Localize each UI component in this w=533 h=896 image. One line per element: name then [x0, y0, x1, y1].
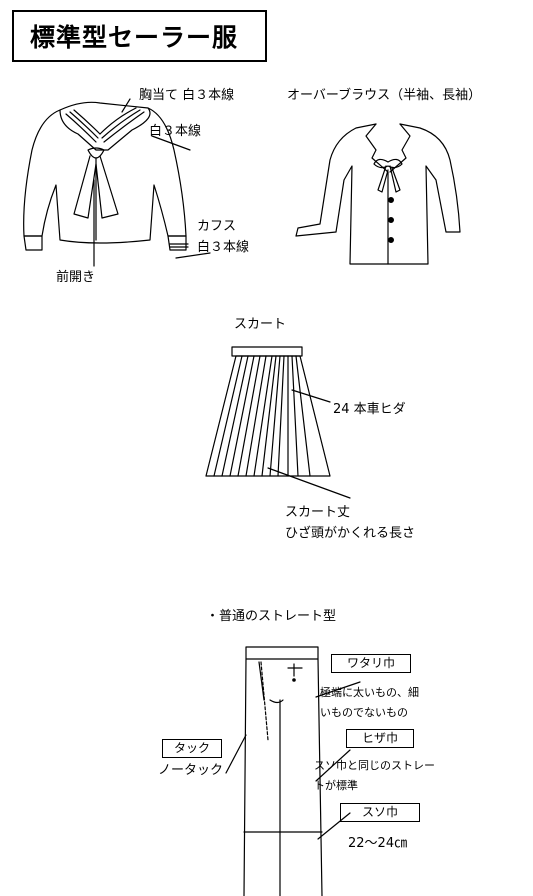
tuck-desc: ノータック [158, 763, 224, 778]
collar-label: 胸当て 白３本線 [139, 88, 235, 103]
cuffs-label: カフス [197, 219, 237, 234]
blouse-label: オーバーブラウス（半袖、長袖） [287, 88, 482, 103]
white-line-label: 白３本線 [149, 124, 202, 139]
page-title: 標準型セーラー服 [12, 10, 267, 62]
suso-label: スソ巾 [340, 803, 420, 822]
watari-desc-1: 極端に太いもの、細 [320, 686, 419, 699]
hiza-desc-1: スソ巾と同じのストレー [314, 759, 435, 772]
skirt-title: スカート [234, 317, 287, 332]
watari-desc-2: いものでないもの [320, 706, 408, 719]
skirt-length-desc: ひざ頭がかくれる長さ [285, 526, 416, 541]
skirt-pleats-label: 24 本車ヒダ [333, 402, 406, 417]
pants-drawing [243, 646, 323, 896]
pants-title: ・普通のストレート型 [206, 609, 337, 624]
watari-label: ワタリ巾 [331, 654, 411, 673]
skirt-length-label: スカート丈 [285, 505, 351, 520]
hiza-desc-2: トが標準 [314, 779, 358, 792]
skirt-drawing [205, 346, 331, 477]
sailor-uniform-drawing [23, 101, 189, 251]
blouse-drawing [295, 123, 461, 265]
cuffs-line-label: 白３本線 [197, 240, 250, 255]
tuck-label: タック [162, 739, 222, 758]
suso-value: 22～24㎝ [348, 836, 408, 851]
hiza-label: ヒザ巾 [346, 729, 414, 748]
front-open-label: 前開き [56, 270, 96, 285]
